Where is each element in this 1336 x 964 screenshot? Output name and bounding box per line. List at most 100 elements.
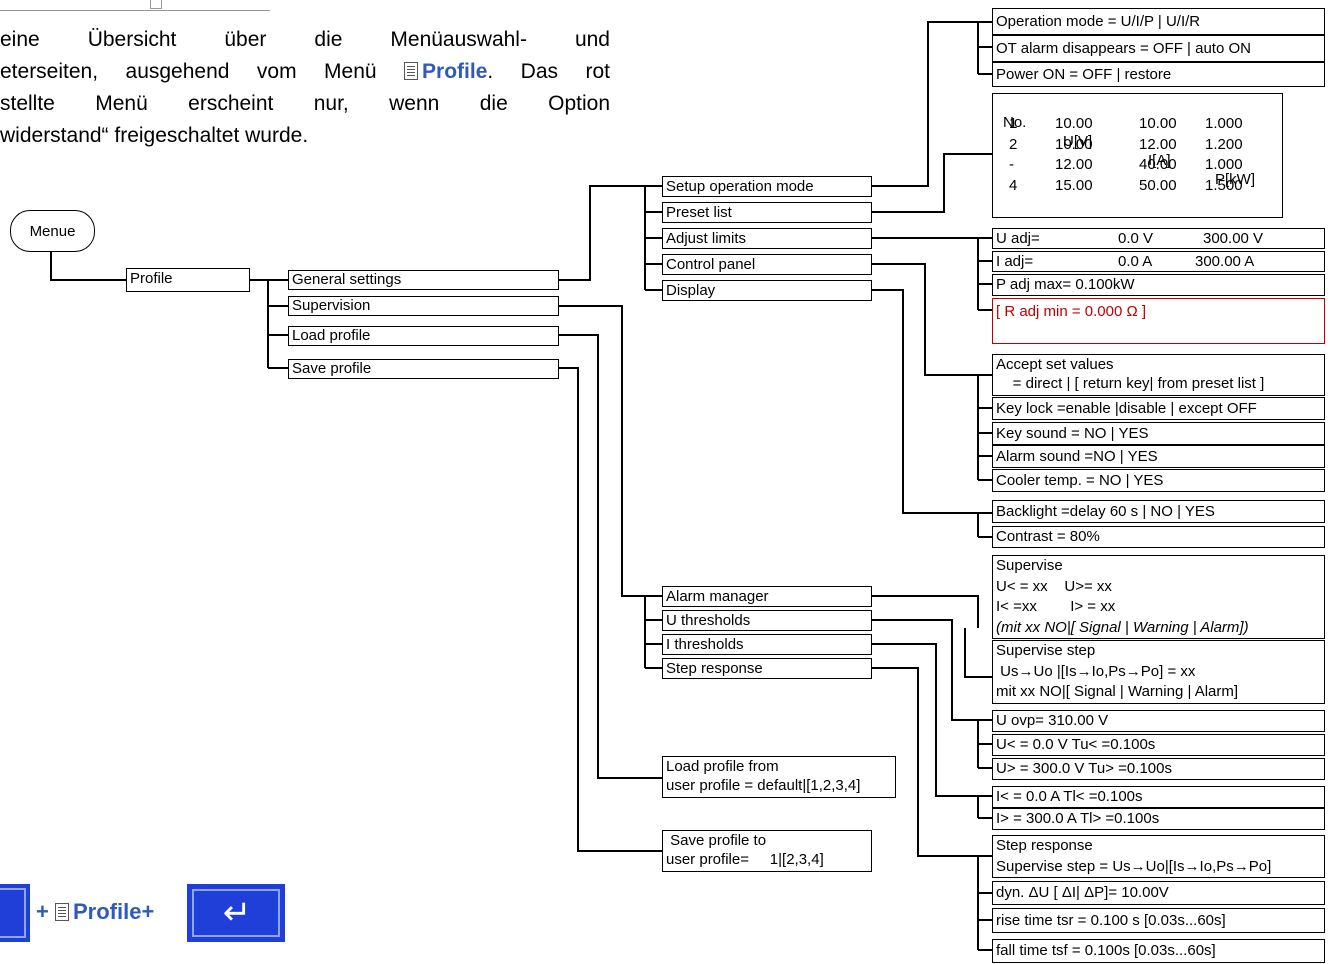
intro-line-3: stellte Menü erscheint nur, wenn die Opt…: [0, 92, 610, 115]
plus-sign: +: [36, 899, 49, 924]
power-on-leaf: Power ON = OFF | restore: [992, 62, 1325, 87]
supervision-node: Supervision: [288, 296, 559, 316]
contrast-leaf: Contrast = 80%: [992, 526, 1325, 548]
u-adj-leaf: U adj= 0.0 V 300.00 V: [992, 228, 1325, 249]
u-thresholds-node: U thresholds: [662, 610, 872, 631]
r-adj-leaf: [ R adj min = 0.000 Ω ]: [992, 298, 1325, 344]
key-sequence-label: + Profile+: [36, 898, 154, 926]
col-header: U[V]: [1063, 133, 1093, 150]
col-header: No.: [1003, 114, 1027, 131]
supervise-line-4: (mit xx NO|[ Signal | Warning | Alarm]): [996, 618, 1249, 636]
menu-key[interactable]: [0, 884, 30, 942]
preset-table-cell: 4: [1009, 176, 1018, 194]
col-header: I[A]: [1148, 152, 1171, 169]
accept-set-values-leaf: Accept set values = direct | [ return ke…: [992, 354, 1325, 396]
preset-list-node: Preset list: [662, 202, 872, 223]
u-lower-leaf: U< = 0.0 V Tu< =0.100s: [992, 734, 1325, 756]
setup-operation-mode-node: Setup operation mode: [662, 176, 872, 197]
general-settings-node: General settings: [288, 270, 559, 290]
i-lower-leaf: I< = 0.0 A Tl< =0.100s: [992, 786, 1325, 808]
rise-time-leaf: rise time tsr = 0.100 s [0.03s...60s]: [992, 908, 1325, 933]
preset-table-cell: 1.500: [1205, 176, 1243, 194]
cooler-temp-leaf: Cooler temp. = NO | YES: [992, 469, 1325, 492]
accept-line-2: = direct | [ return key| from preset lis…: [996, 375, 1265, 392]
step-response-line-2: Supervise step = Us→Uo|[Is→Io,Ps→Po]: [996, 857, 1272, 875]
intro-line-2-post: . Das rot: [487, 60, 610, 83]
step-response-line-1: Step response: [996, 837, 1093, 854]
header-rule: [0, 10, 270, 11]
document-icon: [404, 62, 419, 80]
header-mark: [150, 0, 162, 9]
supervise-line-2: U< = xx U>= xx: [996, 577, 1112, 595]
control-panel-node: Control panel: [662, 254, 872, 275]
preset-table-cell: 10.00: [1055, 115, 1093, 132]
preset-table-cell: 2: [1009, 135, 1018, 153]
u-adj-label: U adj=: [996, 230, 1040, 247]
preset-table-cell: 50.00: [1139, 176, 1177, 194]
load-from-line-1: Load profile from: [666, 758, 779, 775]
step-response-node: Step response: [662, 658, 872, 679]
profile-node: Profile: [126, 268, 250, 292]
adjust-limits-node: Adjust limits: [662, 228, 872, 249]
preset-table-row: 1 10.00 10.00 1.000: [993, 114, 1282, 135]
supervise-step-line-3: mit xx NO|[ Signal | Warning | Alarm]: [996, 683, 1239, 700]
key-lock-leaf: Key lock =enable |disable | except OFF: [992, 397, 1325, 420]
display-node: Display: [662, 280, 872, 301]
preset-table-cell: 15.00: [1055, 176, 1093, 194]
enter-key-icon: ↵: [222, 894, 252, 932]
preset-table-cell: 12.00: [1055, 156, 1093, 173]
i-adj-leaf: I adj= 0.0 A 300.00 A: [992, 251, 1325, 272]
document-icon: [54, 903, 69, 921]
alarm-sound-leaf: Alarm sound =NO | YES: [992, 445, 1325, 468]
save-profile-to-node: Save profile to user profile= 1|[2,3,4]: [662, 830, 872, 872]
u-adj-min: 0.0 V: [1118, 230, 1154, 247]
i-thresholds-node: I thresholds: [662, 634, 872, 655]
fall-time-leaf: fall time tsf = 0.100s [0.03s...60s]: [992, 939, 1325, 963]
profile-plus-label: Profile+: [72, 899, 155, 924]
intro-line-1: eine Übersicht über die Menüauswahl- und: [0, 28, 610, 51]
preset-table-header: No. U[V] I[A] P[kW]: [993, 94, 1282, 188]
p-adj-leaf: P adj max= 0.100kW: [992, 274, 1325, 296]
i-adj-min: 0.0 A: [1118, 253, 1153, 270]
step-response-leaf: Step response Supervise step = Us→Uo|[Is…: [992, 835, 1325, 878]
operation-mode-leaf: Operation mode = U/I/P | U/I/R: [992, 8, 1325, 35]
alarm-manager-node: Alarm manager: [662, 586, 872, 607]
col-header: P[kW]: [1215, 171, 1255, 188]
key-sound-leaf: Key sound = NO | YES: [992, 422, 1325, 445]
backlight-leaf: Backlight =delay 60 s | NO | YES: [992, 500, 1325, 523]
supervise-line-1: Supervise: [996, 557, 1063, 574]
save-to-line-1: Save profile to: [666, 832, 767, 849]
preset-table-cell: -: [1009, 156, 1014, 173]
supervise-step-line-2: Us→Uo |[Is→Io,Ps→Po] = xx: [996, 662, 1196, 680]
intro-line-4: widerstand“ freigeschaltet wurde.: [0, 124, 309, 147]
load-from-line-2: user profile = default|[1,2,3,4]: [666, 777, 861, 794]
save-profile-node: Save profile: [288, 359, 559, 379]
i-adj-label: I adj=: [996, 253, 1034, 270]
load-profile-node: Load profile: [288, 326, 559, 346]
preset-table-cell: 10.00: [1139, 115, 1177, 132]
preset-table-cell: 40.00: [1139, 156, 1177, 173]
u-adj-max: 300.00 V: [1203, 230, 1264, 247]
intro-line-2-pre: eterseiten, ausgehend vom Menü: [0, 60, 405, 83]
i-adj-max: 300.00 A: [1195, 253, 1255, 270]
dyn-leaf: dyn. ΔU [ ΔI| ΔP]= 10.00V: [992, 881, 1325, 905]
intro-line-2: eterseiten, ausgehend vom Menü Profile. …: [0, 56, 610, 88]
preset-table-cell: 10.00: [1055, 135, 1093, 153]
u-upper-leaf: U> = 300.0 V Tu> =0.100s: [992, 758, 1325, 780]
preset-table-row: 4 15.00 50.00 1.500: [993, 176, 1282, 197]
profile-link[interactable]: Profile: [422, 60, 488, 83]
supervise-line-3: I< =xx I> = xx: [996, 598, 1116, 615]
preset-table: No. U[V] I[A] P[kW] 1 10.00 10.00 1.000 2 10.…: [992, 93, 1283, 218]
menue-node: Menue: [10, 210, 95, 252]
intro-paragraph: eine Übersicht über die Menüauswahl- und…: [0, 24, 610, 152]
preset-table-cell: 1.000: [1205, 115, 1243, 132]
u-ovp-leaf: U ovp= 310.00 V: [992, 710, 1325, 732]
preset-table-cell: 1.000: [1205, 156, 1243, 173]
preset-table-row: - 12.00 40.00 1.000: [993, 155, 1282, 176]
preset-table-cell: 1: [1009, 115, 1018, 132]
ot-alarm-leaf: OT alarm disappears = OFF | auto ON: [992, 35, 1325, 62]
enter-key[interactable]: [187, 884, 285, 942]
